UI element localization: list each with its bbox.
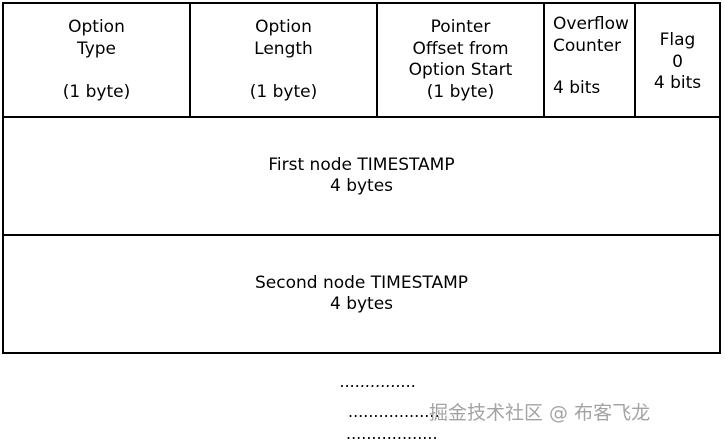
pointer-line2: Offset from: [412, 38, 509, 59]
field-overflow-counter: Overflow Counter 4 bits: [543, 2, 636, 118]
pointer-line3: Option Start: [408, 60, 513, 80]
pointer-line1: Pointer: [430, 17, 491, 37]
flag-line1: Flag: [659, 30, 696, 50]
first-node-label: First node TIMESTAMP: [268, 154, 455, 175]
continuation-dots-2: ..................: [348, 402, 440, 421]
first-node-size: 4 bytes: [329, 176, 394, 196]
row-first-node-timestamp: First node TIMESTAMP 4 bytes: [2, 116, 721, 236]
overflow-size: 4 bits: [553, 78, 601, 98]
flag-size: 4 bits: [653, 73, 702, 93]
option-type-size: (1 byte): [62, 81, 131, 102]
overflow-line2: Counter: [553, 35, 621, 56]
second-node-size: 4 bytes: [329, 294, 394, 314]
second-node-label: Second node TIMESTAMP: [254, 272, 468, 293]
option-length-size: (1 byte): [249, 81, 318, 102]
field-flag: Flag 0 4 bits: [634, 2, 721, 118]
continuation-dots-1: ...............: [340, 372, 417, 391]
option-length-line1: Option: [255, 17, 312, 37]
option-length-line2: Length: [254, 38, 313, 59]
flag-line2: 0: [672, 51, 683, 72]
pointer-size: (1 byte): [426, 81, 495, 102]
option-type-line2: Type: [76, 38, 117, 59]
overflow-line1: Overflow: [553, 14, 629, 34]
row-second-node-timestamp: Second node TIMESTAMP 4 bytes: [2, 234, 721, 354]
field-option-type: Option Type (1 byte): [2, 2, 191, 118]
watermark: 掘金技术社区 @ 布客飞龙: [429, 402, 651, 424]
field-option-length: Option Length (1 byte): [189, 2, 378, 118]
continuation-dots-3: ..................: [346, 424, 438, 443]
option-type-line1: Option: [68, 17, 125, 37]
field-pointer: Pointer Offset from Option Start (1 byte…: [376, 2, 545, 118]
